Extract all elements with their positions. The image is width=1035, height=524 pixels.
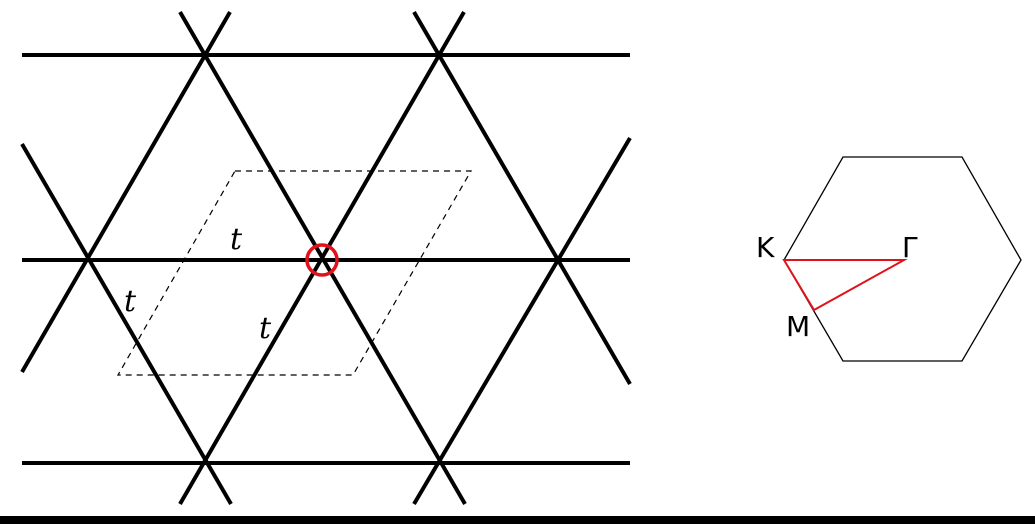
unit-cell-outline	[116, 170, 473, 376]
lattice-line-diagonal-up	[20, 10, 232, 374]
hopping-label: t	[259, 311, 272, 346]
lattice-line-diagonal-up	[178, 11, 466, 505]
lattice-line-diagonal-up	[412, 136, 632, 506]
bottom-border	[0, 516, 1035, 524]
hopping-label: t	[230, 222, 243, 257]
m-point-label: M	[786, 310, 810, 343]
brillouin-zone-panel: K Γ M	[756, 156, 1022, 362]
lattice-line-diagonal-down	[20, 142, 233, 506]
high-symmetry-path	[782, 259, 908, 312]
gamma-point-label: Γ	[902, 231, 918, 264]
highlighted-site-marker	[305, 243, 339, 277]
hopping-label: t	[124, 284, 137, 319]
lattice-line-diagonal-down	[412, 10, 632, 386]
lattice-panel: t t t	[20, 10, 632, 506]
brillouin-zone-hexagon	[783, 156, 1022, 362]
k-point-label: K	[756, 231, 775, 264]
